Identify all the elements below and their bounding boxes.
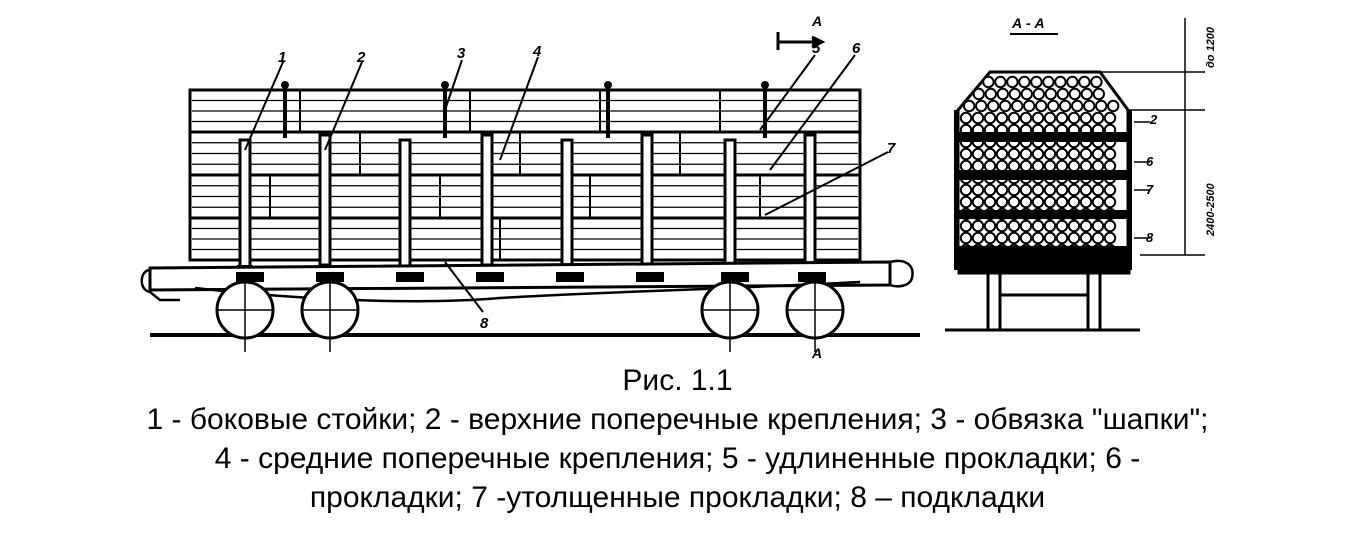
section-mark-a [776,32,826,50]
callout-1: 1 [278,49,286,66]
section-stakes [954,110,1132,270]
callout-2: 2 [356,49,366,66]
section-dimensions [1100,18,1205,256]
callout-7: 7 [887,140,896,157]
callout-5: 5 [812,40,821,57]
section-view-labels: А - А до 1200 2400-2500 2 6 7 8 [1010,15,1217,245]
section-title: А - А [1011,15,1045,31]
figure-title: Рис. 1.1 [622,364,733,397]
callout-6: 6 [852,40,861,57]
section-mark-6: 6 [1146,154,1154,169]
callout-8: 8 [480,315,489,332]
section-mark-a-bottom-label: А [811,345,822,361]
dim-top-label: до 1200 [1205,26,1217,68]
section-mark-8: 8 [1146,230,1154,245]
callout-3: 3 [457,45,466,62]
callout-4: 4 [532,43,542,60]
dim-side-label: 2400-2500 [1205,183,1217,237]
wheelsets [215,280,845,352]
section-log-ends [959,75,1120,257]
legend-line-2: 4 - средние поперечные крепления; 5 - уд… [214,442,1141,475]
side-view-callout-labels: 1 2 3 4 5 6 7 8 А А [278,13,896,361]
legend-line-3: прокладки; 7 -утолщенные прокладки; 8 – … [309,481,1046,514]
section-view [945,18,1205,332]
section-mark-2: 2 [1149,112,1158,127]
section-spacers [958,132,1128,258]
section-mark-7: 7 [1146,182,1154,197]
figure-legend: 1 - боковые стойки; 2 - верхние поперечн… [0,400,1355,517]
section-mark-a-top-label: А [811,13,822,29]
section-bogie [986,270,1102,332]
callout-leaders [244,54,889,313]
side-view [140,32,920,352]
section-platform [957,257,1131,275]
legend-line-1: 1 - боковые стойки; 2 - верхние поперечн… [146,403,1209,436]
timber-stack [188,88,862,262]
